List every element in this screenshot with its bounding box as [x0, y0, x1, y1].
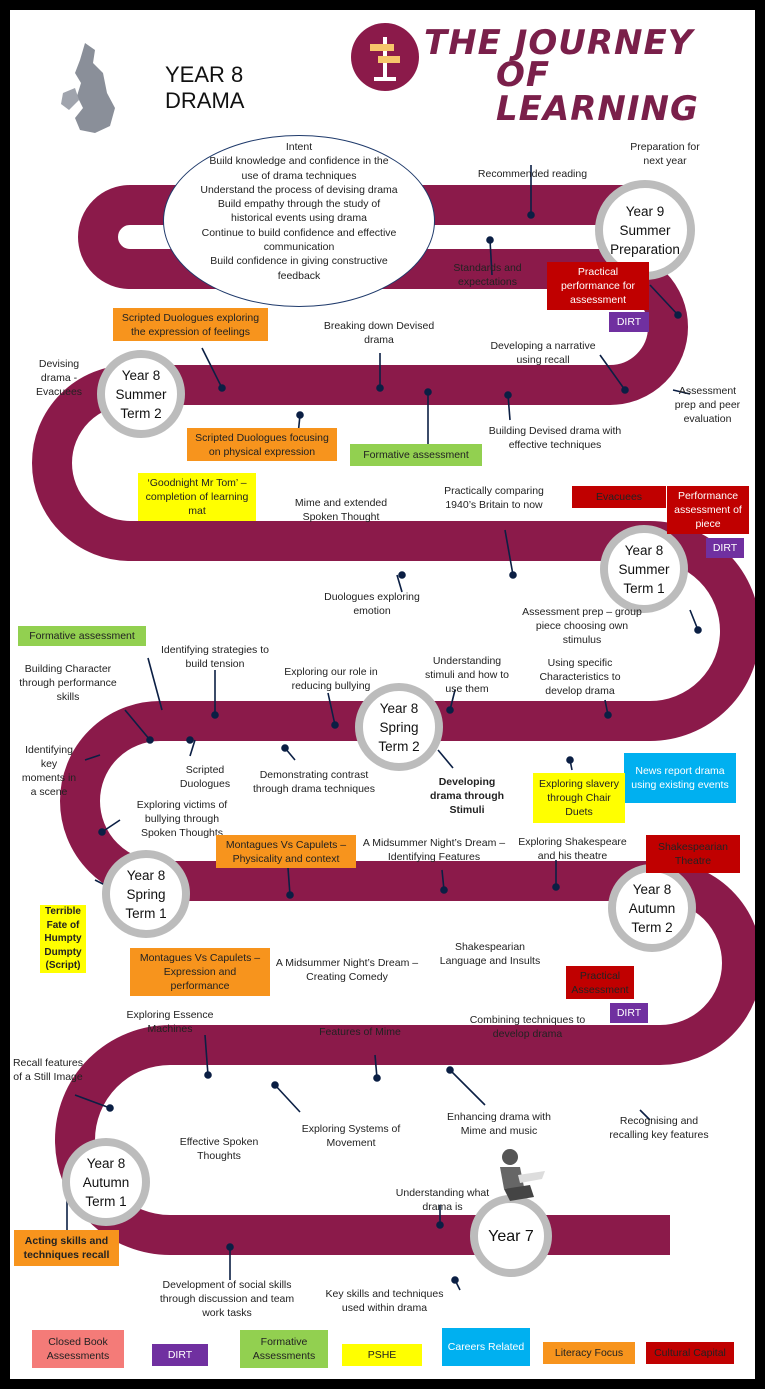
scripted-feelings-box: Scripted Duologues exploring the express… — [113, 308, 268, 341]
shakespearian-theatre-box: Shakespearian Theatre — [646, 835, 740, 873]
subject-line-1: YEAR 8 — [165, 62, 244, 87]
milestone-y8-summer2: Year 8 Summer Term 2 — [97, 350, 185, 438]
goodnight-mr-tom-box: ‘Goodnight Mr Tom’ – completion of learn… — [138, 473, 256, 521]
intent-text: Intent Build knowledge and confidence in… — [200, 140, 398, 283]
breaking-down-label: Breaking down Devised drama — [323, 320, 435, 346]
practical-performance-box: Practical performance for assessment — [547, 262, 649, 310]
scripted-duologues-label: Scripted Duologues — [179, 764, 231, 790]
subject-line-2: DRAMA — [165, 88, 245, 113]
dirt-box: DIRT — [609, 312, 649, 332]
intent-line: Build confidence in giving constructive … — [210, 255, 388, 282]
acting-skills-box: Acting skills and techniques recall — [14, 1230, 119, 1266]
exploring-slavery-box: Exploring slavery through Chair Duets — [533, 773, 625, 823]
recall-still-label: Recall features of a Still Image — [12, 1057, 84, 1083]
milestone-y8-summer1: Year 8 Summer Term 1 — [600, 525, 688, 613]
devising-evacuees-label: Devising drama - Evacuees — [35, 358, 83, 398]
montagues-expression-box: Montagues Vs Capulets – Expression and p… — [130, 948, 270, 996]
dirt-box: DIRT — [706, 538, 744, 558]
assessment-prep-group-label: Assessment prep – group piece choosing o… — [522, 606, 642, 646]
intent-oval — [163, 135, 435, 307]
legend-cultural-capital: Cultural Capital — [646, 1342, 734, 1364]
identifying-key-label: Identifying key moments in a scene — [21, 744, 77, 798]
formative-assessment-box: Formative assessment — [350, 444, 482, 466]
humpty-dumpty-box: Terrible Fate of Humpty Dumpty (Script) — [40, 905, 86, 973]
performance-assessment-box: Performance assessment of piece — [667, 486, 749, 534]
demonstrating-contrast-label: Demonstrating contrast through drama tec… — [253, 769, 375, 795]
dirt-box: DIRT — [610, 1003, 648, 1023]
understanding-what-label: Understanding what drama is — [395, 1187, 490, 1213]
duologues-emotion-label: Duologues exploring emotion — [324, 591, 420, 617]
recognising-label: Recognising and recalling key features — [609, 1115, 709, 1141]
key-skills-label: Key skills and techniques used within dr… — [325, 1288, 444, 1314]
legend-literacy: Literacy Focus — [543, 1342, 635, 1364]
scripted-physical-box: Scripted Duologues focusing on physical … — [187, 428, 337, 461]
developing-stimuli-label: Developing drama through Stimuli — [429, 776, 505, 816]
midsummer-features-label: A Midsummer Night’s Dream – Identifying … — [362, 837, 506, 863]
assessment-prep-peer-label: Assessment prep and peer evaluation — [674, 385, 741, 425]
mime-spoken-label: Mime and extended Spoken Thought — [294, 497, 388, 523]
exploring-essence-label: Exploring Essence Machines — [126, 1009, 214, 1035]
combining-label: Combining techniques to develop drama — [469, 1014, 586, 1040]
features-mime-label: Features of Mime — [319, 1026, 401, 1038]
intent-line: Understand the process of devising drama — [200, 183, 398, 196]
subject-title: YEAR 8 DRAMA — [165, 62, 244, 114]
legend-closed-book: Closed Book Assessments — [32, 1330, 124, 1368]
exploring-victims-label: Exploring victims of bullying through Sp… — [136, 799, 228, 839]
montagues-physicality-box: Montagues Vs Capulets – Physicality and … — [216, 835, 356, 868]
uk-map-icon — [61, 43, 115, 133]
recommended-reading-label: Recommended reading — [477, 168, 588, 180]
intent-line: Continue to build confidence and effecti… — [201, 226, 397, 254]
shakespearian-language-label: Shakespearian Language and Insults — [439, 941, 541, 967]
building-devised-label: Building Devised drama with effective te… — [488, 425, 622, 451]
legend-pshe: PSHE — [342, 1344, 422, 1366]
intent-line: Build knowledge and confidence in the us… — [209, 155, 389, 182]
enhancing-label: Enhancing drama with Mime and music — [447, 1111, 551, 1137]
evacuees-box: Evacuees — [572, 486, 666, 508]
formative-assessment-box: Formative assessment — [18, 626, 146, 646]
legend-formative: Formative Assessments — [240, 1330, 328, 1368]
developing-narrative-label: Developing a narrative using recall — [490, 340, 596, 366]
using-specific-label: Using specific Characteristics to develo… — [539, 657, 621, 697]
news-report-box: News report drama using existing events — [624, 753, 736, 803]
standards-label: Standards and expectations — [453, 262, 522, 288]
reading-child-icon — [500, 1149, 545, 1201]
practical-assessment-box: Practical Assessment — [566, 966, 634, 999]
practically-comparing-label: Practically comparing 1940’s Britain to … — [444, 485, 544, 511]
legend-dirt: DIRT — [152, 1344, 208, 1366]
exploring-role-label: Exploring our role in reducing bullying — [284, 666, 378, 692]
understanding-stimuli-label: Understanding stimuli and how to use the… — [424, 655, 510, 695]
signpost-icon — [351, 23, 419, 91]
journey-title-line1: THE JOURNEY — [424, 23, 694, 63]
prep-next-year-label: Preparation for next year — [630, 141, 700, 167]
milestone-y8-autumn2: Year 8 Autumn Term 2 — [608, 864, 696, 952]
legend-careers: Careers Related — [442, 1328, 530, 1366]
building-character-label: Building Character through performance s… — [19, 663, 117, 703]
intent-heading: Intent — [285, 141, 313, 153]
development-social-label: Development of social skills through dis… — [159, 1279, 295, 1319]
identifying-strategies-label: Identifying strategies to build tension — [161, 644, 269, 670]
intent-line: Build empathy through the study of histo… — [217, 198, 381, 225]
milestone-y8-autumn1: Year 8 Autumn Term 1 — [62, 1138, 150, 1226]
effective-spoken-label: Effective Spoken Thoughts — [179, 1136, 259, 1162]
milestone-y8-spring1: Year 8 Spring Term 1 — [102, 850, 190, 938]
midsummer-comedy-label: A Midsummer Night’s Dream – Creating Com… — [275, 957, 419, 983]
exploring-shakespeare-label: Exploring Shakespeare and his theatre — [518, 836, 627, 862]
milestone-y8-spring2: Year 8 Spring Term 2 — [355, 683, 443, 771]
page: YEAR 8 DRAMA THE JOURNEY OF LEARNING Int… — [10, 10, 755, 1379]
journey-title-line2: OF LEARNING — [496, 55, 699, 129]
exploring-systems-label: Exploring Systems of Movement — [301, 1123, 401, 1149]
